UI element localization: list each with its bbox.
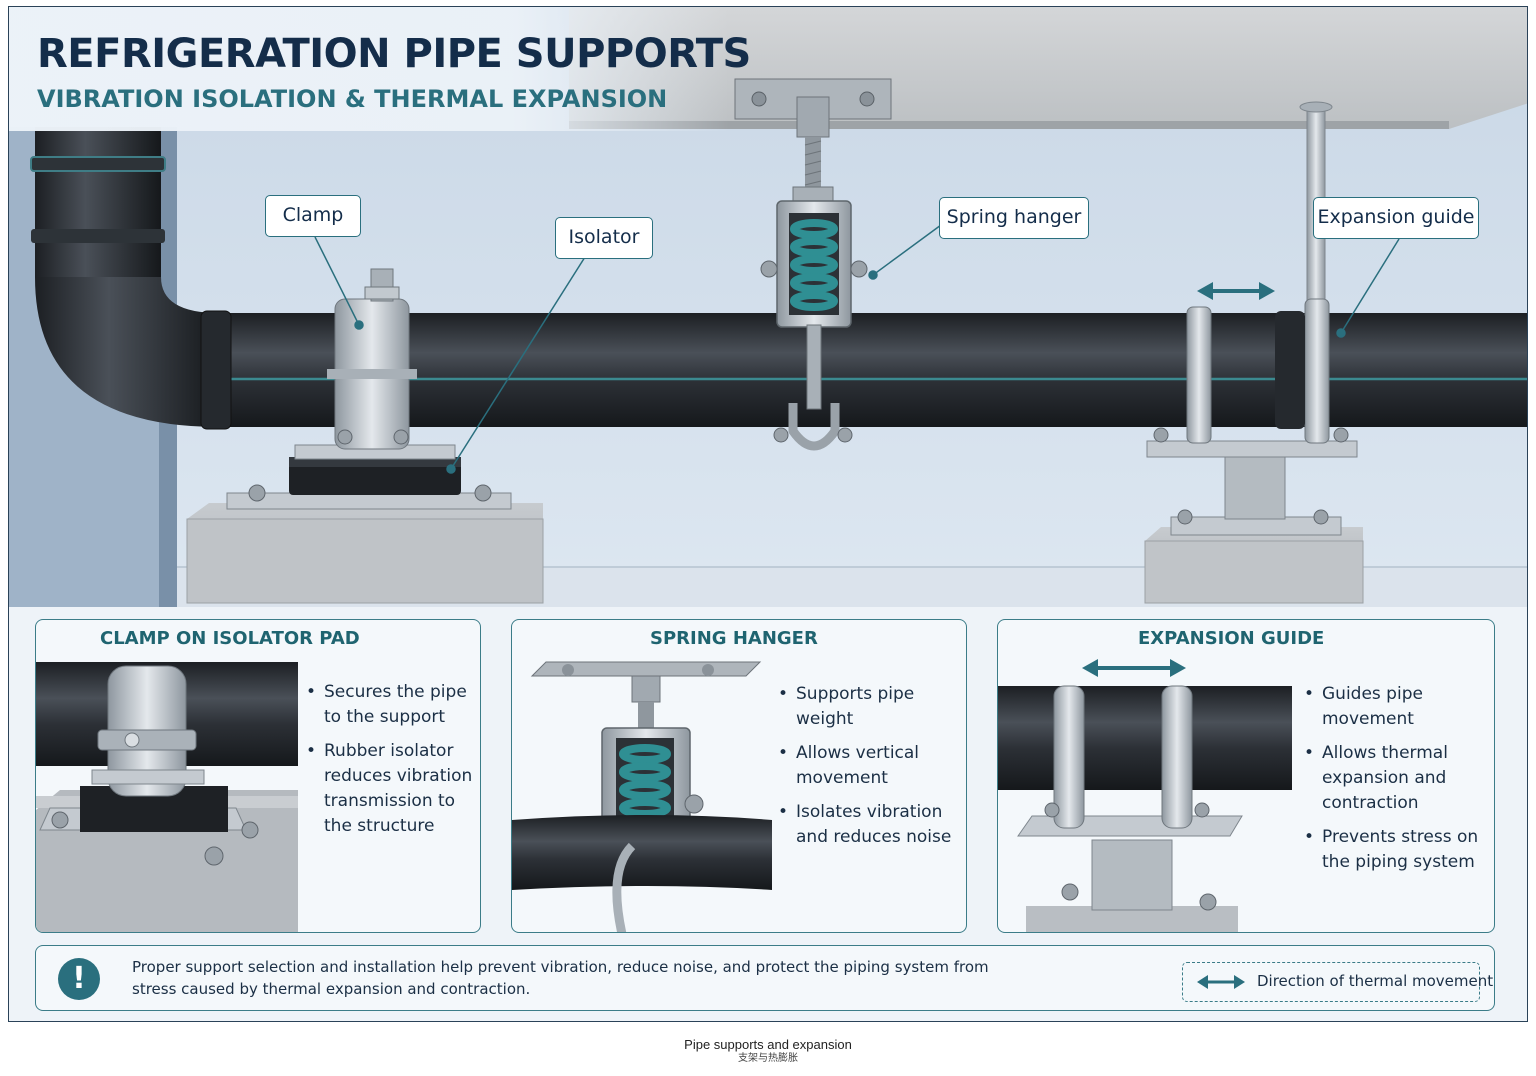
- double-arrow-icon: [1082, 659, 1186, 677]
- pipe-scene-illustration: [9, 7, 1527, 607]
- caption-chinese: 支架与热膨胀: [738, 1053, 798, 1064]
- panel-title: EXPANSION GUIDE: [1138, 628, 1325, 649]
- page-title: REFRIGERATION PIPE SUPPORTS: [37, 31, 751, 77]
- clamp-detail-illustration: [36, 662, 298, 932]
- note-text: Proper support selection and installatio…: [132, 958, 989, 998]
- legend: Direction of thermal movement: [1182, 962, 1493, 1002]
- legend-label: Direction of thermal movement: [1257, 972, 1494, 990]
- info-icon: !: [58, 958, 100, 1000]
- callout-expansion-guide: Expansion guide: [1313, 197, 1479, 239]
- bullet-list: Secures the pipe to the support Rubber i…: [306, 680, 478, 848]
- title-block: REFRIGERATION PIPE SUPPORTS VIBRATION IS…: [9, 7, 751, 131]
- panel-title: CLAMP ON ISOLATOR PAD: [100, 628, 360, 649]
- page-subtitle: VIBRATION ISOLATION & THERMAL EXPANSION: [37, 85, 668, 113]
- list-item: Guides pipe movement: [1304, 682, 1492, 732]
- main-scene: REFRIGERATION PIPE SUPPORTS VIBRATION IS…: [9, 7, 1527, 607]
- list-item: Supports pipe weight: [778, 682, 964, 732]
- spring-hanger-detail-illustration: [512, 661, 772, 932]
- panel-spring-hanger: SPRING HANGER Supports pipe weight Allow…: [511, 619, 967, 933]
- image-caption: Pipe supports and expansion 支架与热膨胀: [0, 1038, 1536, 1066]
- caption-english: Pipe supports and expansion: [684, 1037, 852, 1052]
- bullet-list: Supports pipe weight Allows vertical mov…: [778, 682, 964, 859]
- callout-clamp: Clamp: [265, 195, 361, 237]
- list-item: Secures the pipe to the support: [306, 680, 478, 730]
- panel-expansion-guide: EXPANSION GUIDE Guides pipe movement All…: [997, 619, 1495, 933]
- list-item: Isolates vibration and reduces noise: [778, 800, 964, 850]
- thermal-movement-arrow-icon: [1197, 282, 1275, 300]
- double-arrow-icon: [1197, 975, 1245, 989]
- expansion-guide-detail-illustration: [998, 659, 1292, 932]
- info-note: ! Proper support selection and installat…: [35, 945, 1495, 1011]
- list-item: Rubber isolator reduces vibration transm…: [306, 739, 478, 839]
- callout-isolator: Isolator: [555, 217, 653, 259]
- panel-title: SPRING HANGER: [650, 628, 818, 649]
- list-item: Allows thermal expansion and contraction: [1304, 741, 1492, 816]
- list-item: Allows vertical movement: [778, 741, 964, 791]
- panel-clamp-on-isolator-pad: CLAMP ON ISOLATOR PAD Secures the pipe t…: [35, 619, 481, 933]
- infographic-frame: REFRIGERATION PIPE SUPPORTS VIBRATION IS…: [8, 6, 1528, 1022]
- callout-spring-hanger: Spring hanger: [939, 197, 1089, 239]
- list-item: Prevents stress on the piping system: [1304, 825, 1492, 875]
- bullet-list: Guides pipe movement Allows thermal expa…: [1304, 682, 1492, 884]
